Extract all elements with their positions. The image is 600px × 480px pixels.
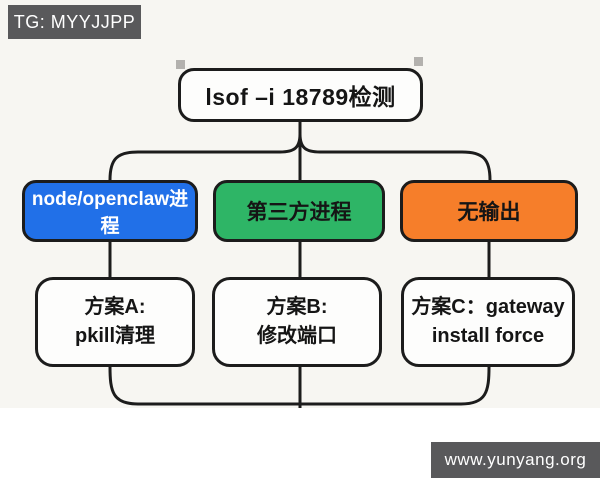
root-node-lsof-check: lsof –i 18789检测 (178, 68, 423, 122)
solution-line-1: 方案C：gateway (411, 296, 565, 318)
solution-line-2: install force (431, 325, 545, 347)
solution-node-a-pkill: 方案A: pkill清理 (35, 277, 195, 367)
branch-node-openclaw-process: node/openclaw进程 (22, 180, 198, 242)
tg-watermark-badge: TG: MYYJJPP (8, 5, 141, 39)
solution-line-2: 修改端口 (257, 325, 337, 347)
connector-root-to-left (108, 132, 302, 182)
connector-merge-left (108, 365, 302, 406)
branch-node-label: 无输出 (457, 201, 521, 224)
connector-merge-right (298, 365, 491, 406)
solution-line-1: 方案B: (266, 296, 328, 318)
branch-node-label: 第三方进程 (246, 201, 352, 224)
site-watermark-badge: www.yunyang.org (431, 442, 600, 478)
solution-line-2: pkill清理 (74, 325, 155, 347)
connector-root-to-right (298, 132, 492, 182)
solution-line-1: 方案A: (84, 296, 146, 318)
selection-handle-right (414, 57, 423, 66)
solution-node-c-gateway-install: 方案C：gateway install force (401, 277, 575, 367)
branch-node-no-output: 无输出 (400, 180, 578, 242)
selection-handle-left (176, 60, 185, 69)
branch-node-third-party-process: 第三方进程 (213, 180, 385, 242)
branch-node-label: node/openclaw进程 (31, 189, 189, 237)
solution-node-b-change-port: 方案B: 修改端口 (212, 277, 382, 367)
root-node-label: lsof –i 18789检测 (205, 84, 396, 110)
